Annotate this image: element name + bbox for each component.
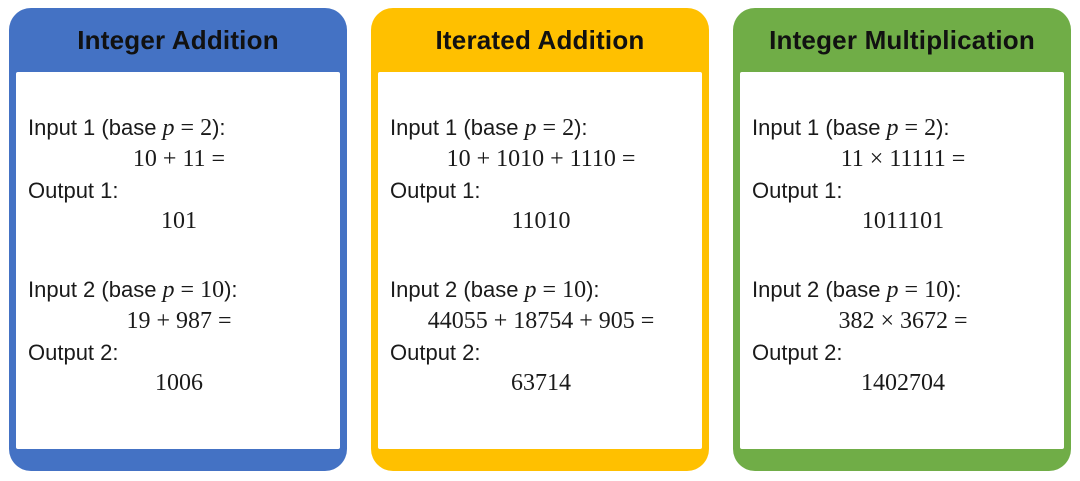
input-label-suffix: ): (936, 115, 950, 140)
output-2-label: Output 2: (28, 340, 119, 365)
base-value: = 10 (174, 277, 225, 303)
input-label-suffix: ): (574, 115, 588, 140)
input-2-label: Input 2 (base p = 10): (752, 274, 1054, 306)
base-variable: p (524, 115, 537, 141)
base-variable: p (524, 277, 537, 303)
card-header: Integer Multiplication (740, 8, 1064, 72)
card-body: Input 1 (base p = 2): 11 × 11111 = Outpu… (740, 72, 1064, 449)
output-1-label: Output 1: (752, 178, 843, 203)
output-2-value: 1402704 (861, 370, 945, 396)
card-integer-addition: Integer Addition Input 1 (base p = 2): 1… (9, 8, 347, 471)
input-label-suffix: ): (212, 115, 226, 140)
output-2-label: Output 2: (752, 340, 843, 365)
output-1-value: 1011101 (861, 208, 945, 234)
input-label-suffix: ): (948, 277, 962, 302)
base-value: = 2 (174, 115, 213, 141)
input-2-label: Input 2 (base p = 10): (390, 274, 692, 306)
base-variable: p (886, 277, 899, 303)
example-block-1: Input 1 (base p = 2): 11 × 11111 = Outpu… (752, 112, 1054, 237)
input-1-label: Input 1 (base p = 2): (28, 112, 330, 144)
input-2-expression: 382 × 3672 = (838, 308, 968, 334)
input-label-prefix: Input 2 (base (390, 277, 525, 302)
input-2-expression: 44055 + 18754 + 905 = (427, 308, 655, 334)
input-1-expression: 11 × 11111 = (840, 146, 966, 172)
input-1-label: Input 1 (base p = 2): (390, 112, 692, 144)
output-2-value: 63714 (511, 370, 571, 396)
base-variable: p (162, 115, 175, 141)
input-2-label: Input 2 (base p = 10): (28, 274, 330, 306)
card-body: Input 1 (base p = 2): 10 + 1010 + 1110 =… (378, 72, 702, 449)
base-value: = 10 (536, 277, 587, 303)
base-value: = 10 (898, 277, 949, 303)
input-label-prefix: Input 2 (base (28, 277, 163, 302)
input-1-expression: 10 + 11 = (132, 146, 226, 172)
input-label-prefix: Input 1 (base (752, 115, 887, 140)
output-2-label: Output 2: (390, 340, 481, 365)
base-value: = 2 (536, 115, 575, 141)
input-label-prefix: Input 1 (base (28, 115, 163, 140)
card-iterated-addition: Iterated Addition Input 1 (base p = 2): … (371, 8, 709, 471)
example-block-1: Input 1 (base p = 2): 10 + 1010 + 1110 =… (390, 112, 692, 237)
output-2-value: 1006 (155, 370, 203, 396)
input-2-expression: 19 + 987 = (126, 308, 232, 334)
card-integer-multiplication: Integer Multiplication Input 1 (base p =… (733, 8, 1071, 471)
base-value: = 2 (898, 115, 937, 141)
card-header: Integer Addition (16, 8, 340, 72)
output-1-value: 101 (161, 208, 197, 234)
output-1-value: 11010 (511, 208, 571, 234)
example-block-2: Input 2 (base p = 10): 382 × 3672 = Outp… (752, 274, 1054, 399)
card-body: Input 1 (base p = 2): 10 + 11 = Output 1… (16, 72, 340, 449)
input-label-prefix: Input 2 (base (752, 277, 887, 302)
output-1-label: Output 1: (390, 178, 481, 203)
card-header: Iterated Addition (378, 8, 702, 72)
base-variable: p (162, 277, 175, 303)
input-1-expression: 10 + 1010 + 1110 = (446, 146, 636, 172)
card-title: Integer Multiplication (769, 24, 1035, 55)
input-label-suffix: ): (586, 277, 600, 302)
example-block-2: Input 2 (base p = 10): 44055 + 18754 + 9… (390, 274, 692, 399)
input-label-suffix: ): (224, 277, 238, 302)
example-block-1: Input 1 (base p = 2): 10 + 11 = Output 1… (28, 112, 330, 237)
example-block-2: Input 2 (base p = 10): 19 + 987 = Output… (28, 274, 330, 399)
input-label-prefix: Input 1 (base (390, 115, 525, 140)
card-title: Integer Addition (77, 24, 279, 55)
base-variable: p (886, 115, 899, 141)
input-1-label: Input 1 (base p = 2): (752, 112, 1054, 144)
card-title: Iterated Addition (435, 24, 645, 55)
output-1-label: Output 1: (28, 178, 119, 203)
